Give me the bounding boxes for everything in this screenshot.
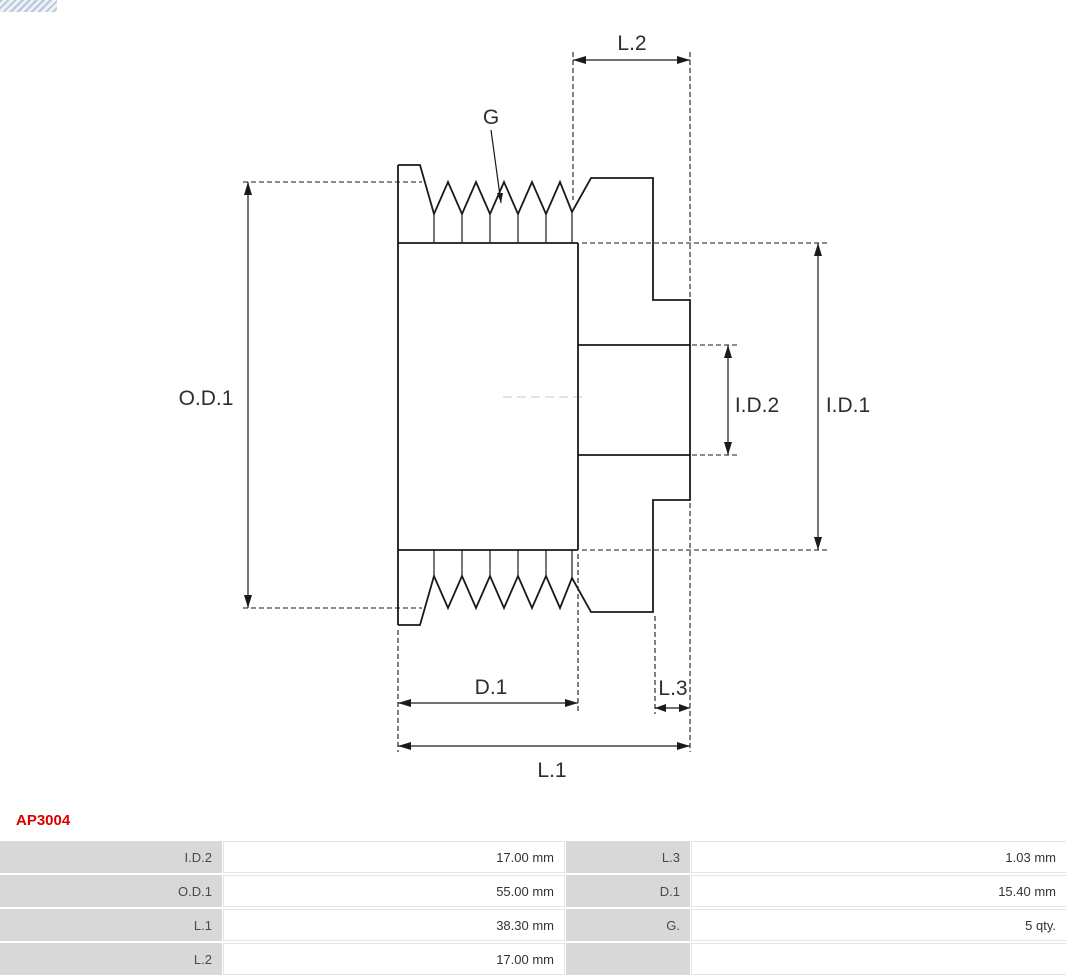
spec-label-cell: G. <box>566 909 690 941</box>
spec-label-cell <box>566 943 690 975</box>
spec-value-cell: 17.00 mm <box>223 943 565 975</box>
dimension-id1: I.D.1 <box>814 243 870 550</box>
spec-table: I.D.2 17.00 mm L.3 1.03 mm O.D.1 55.00 m… <box>0 841 1066 975</box>
spec-label-cell: L.1 <box>0 909 222 941</box>
spec-label-cell: L.3 <box>566 841 690 873</box>
dim-label-l2: L.2 <box>617 32 646 55</box>
dim-label-l3: L.3 <box>658 677 687 700</box>
spec-value-cell: 38.30 mm <box>223 909 565 941</box>
dim-label-d1: D.1 <box>475 676 508 699</box>
dimension-d1: D.1 <box>398 676 578 707</box>
spec-value-cell: 15.40 mm <box>691 875 1066 907</box>
pulley-outline <box>397 164 691 626</box>
dim-label-l1: L.1 <box>537 759 566 782</box>
pulley-technical-drawing: O.D.1 I.D.2 I.D.1 L.2 G <box>179 32 871 782</box>
dim-label-g: G <box>483 106 499 129</box>
spec-label-cell: D.1 <box>566 875 690 907</box>
dim-label-id2: I.D.2 <box>735 394 779 417</box>
spec-label-cell: O.D.1 <box>0 875 222 907</box>
dim-label-od1: O.D.1 <box>179 387 234 410</box>
spec-value-cell <box>691 943 1066 975</box>
dimension-l3: L.3 <box>655 677 690 712</box>
spec-label-cell: L.2 <box>0 943 222 975</box>
spec-value-cell: 1.03 mm <box>691 841 1066 873</box>
part-number-link[interactable]: AP3004 <box>16 812 71 829</box>
dimension-l2: L.2 <box>573 32 690 64</box>
dimension-id2: I.D.2 <box>724 345 779 455</box>
dimension-g: G <box>483 106 503 204</box>
corner-logo-fragment-icon <box>0 0 57 12</box>
extension-lines <box>243 52 827 752</box>
dimension-od1: O.D.1 <box>179 182 252 608</box>
dimension-l1: L.1 <box>398 742 690 782</box>
spec-value-cell: 5 qty. <box>691 909 1066 941</box>
spec-value-cell: 55.00 mm <box>223 875 565 907</box>
spec-value-cell: 17.00 mm <box>223 841 565 873</box>
spec-label-cell: I.D.2 <box>0 841 222 873</box>
dim-label-id1: I.D.1 <box>826 394 870 417</box>
